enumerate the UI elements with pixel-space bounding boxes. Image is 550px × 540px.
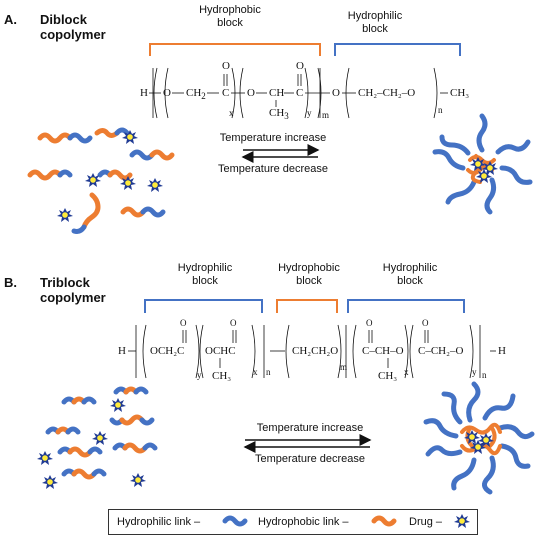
hydrophilic-bracket-a [334,43,461,56]
hydrophilic-block-label-b-left: Hydrophilic block [177,262,233,287]
diblock-free-chains [27,127,175,234]
diblock-chain-3 [129,149,175,161]
formula-b-bonds [128,324,496,379]
formula-b-ch3-right: CH₃ [378,370,398,382]
triblock-chain-2 [113,386,149,395]
formula-a-h: H [140,87,148,99]
drug-icon [110,398,126,412]
formula-b-h-right: H [498,345,506,357]
triblock-micelle [423,381,535,495]
formula-a-ch2: CH2 [186,87,206,102]
section-b-letter: B. [4,275,17,290]
drug-icon [92,431,108,445]
triblock-chain-1 [61,396,97,405]
formula-b-o-dbl2: O [230,318,237,328]
formula-a-n: n [438,105,443,115]
formula-a-x: x [229,108,234,118]
diblock-chain-7 [120,206,166,218]
formula-b-o-dbl4: O [422,318,429,328]
triblock-free-chains [45,386,158,480]
formula-b-x-left: x [253,367,258,377]
drug-icon [130,473,146,487]
section-a-letter: A. [4,12,17,27]
section-b-title-line1: Triblock [40,275,90,290]
legend-hydrophilic: Hydrophilic link – [117,516,252,528]
formula-a-o-dbl1: O [222,60,230,72]
legend: Hydrophilic link – Hydrophobic link – Dr… [108,509,478,535]
triblock-chain-4 [45,426,81,435]
formula-b-peg: CH₂CH₂O [292,345,339,357]
diblock-chain-6 [71,192,101,234]
hydrophobic-block-label-a: Hydrophobic block [199,4,261,29]
formula-b-o-dbl1: O [180,318,187,328]
formula-b-h-left: H [118,345,126,357]
formula-b-m: m [340,362,348,372]
section-a-title-line1: Diblock [40,12,87,27]
diblock-chain-2 [94,127,130,138]
formula-a-o3: O [332,87,340,99]
section-a-title-line2: copolymer [40,27,106,42]
hydrophilic-block-label-b-right: Hydrophilic block [382,262,438,287]
formula-b-ch3-left: CH₃ [212,370,232,382]
formula-a-ch: CH [269,87,285,99]
hydrophilic-bracket-b-left [144,299,263,313]
legend-hydrophobic: Hydrophobic link – [258,516,403,528]
formula-a-o1: O [163,87,171,99]
temp-increase-label-b: Temperature increase [256,422,364,434]
triblock-chain-3 [109,414,155,426]
section-b-title: Triblock copolymer [40,275,106,305]
formula-b-seg4: C–CH₂–O [418,345,464,357]
formula-b-o-dbl3: O [366,318,373,328]
formula-a-o2: O [247,87,255,99]
formula-b-seg1: OCH₂C [150,345,185,357]
formula-b-seg3: C–CH–O [362,345,404,357]
temp-decrease-label-a: Temperature decrease [217,163,329,175]
section-b-title-line2: copolymer [40,290,106,305]
formula-b-y-left: y [197,370,202,380]
formula-b-n-left: n [266,367,271,377]
legend-hydrophilic-label: Hydrophilic link – [117,516,201,528]
triblock-chain-5 [57,446,103,458]
formula-a-peg: CH₂–CH₂–O [358,87,416,99]
drug-icon [147,178,163,192]
formula-b-seg2: OCHC [205,345,236,357]
hydrophobic-bracket-a [149,43,321,56]
section-a-title: Diblock copolymer [40,12,106,42]
hydrophobic-link-icon [371,515,397,527]
legend-drug: Drug – [409,516,469,528]
formula-b-n-right: n [482,370,487,380]
drug-icon [42,475,58,489]
diblock-chain-4 [27,169,73,181]
triblock-chain-7 [61,468,107,480]
triblock-chain-6 [112,442,158,454]
drug-icon [37,451,53,465]
formula-a-y: y [307,108,312,118]
formula-a-c2: C [296,87,304,99]
legend-drug-label: Drug – [409,516,443,528]
formula-a-bonds [149,67,448,119]
diblock-chain-1 [37,132,93,144]
drug-icon [57,208,73,222]
formula-a-ch3: CH3 [269,107,289,122]
formula-a-end: CH₃ [450,87,470,99]
formula-a-o-dbl2: O [296,60,304,72]
diblock-chain-5 [97,169,133,181]
hydrophilic-block-label-a: Hydrophilic block [347,10,403,35]
temp-decrease-label-b: Temperature decrease [254,453,366,465]
diblock-micelle [432,113,533,215]
formula-a-c1: C [222,87,230,99]
legend-hydrophobic-label: Hydrophobic link – [258,516,349,528]
hydrophobic-bracket-b [276,299,338,313]
formula-b-y-right: y [472,367,477,377]
hydrophilic-link-icon [222,515,248,527]
hydrophilic-bracket-b-right [347,299,465,313]
temp-increase-label-a: Temperature increase [219,132,327,144]
hydrophobic-block-label-b: Hydrophobic block [278,262,340,287]
formula-a-m: m [322,110,330,120]
